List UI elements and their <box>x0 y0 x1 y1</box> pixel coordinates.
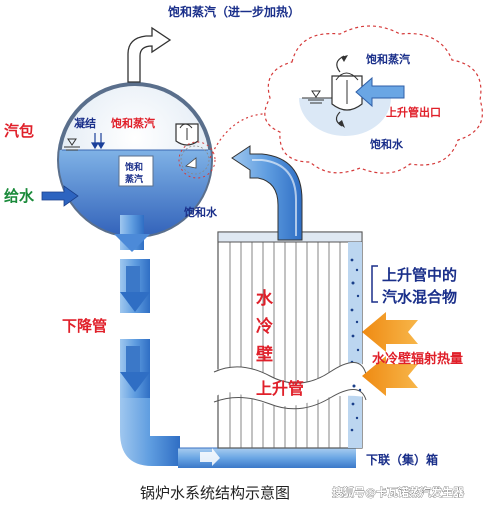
top-steam-arrow <box>127 26 172 83</box>
feed-water-arrow <box>41 185 79 207</box>
watermark: 搜狐号@卡瓦诺蒸汽发生器 <box>332 485 465 499</box>
water-level-symbol <box>64 138 80 151</box>
riser-mixture-label-1: 上升管中的 <box>382 266 457 284</box>
riser-mixture-label-2: 汽水混合物 <box>382 288 457 306</box>
inner-steam-label-1: 饱和 <box>125 161 143 173</box>
connector-dotted-line <box>209 113 270 159</box>
downcomer-pipe <box>114 215 180 466</box>
drum-sat-steam-label: 饱和蒸汽 <box>111 116 155 130</box>
condense-arrows <box>90 133 106 150</box>
water-wall <box>210 231 372 449</box>
drum-label: 汽包 <box>4 122 34 140</box>
bubble-steam-label: 饱和蒸汽 <box>366 52 410 66</box>
bubble-water-label: 饱和水 <box>370 137 404 151</box>
downcomer-label: 下降管 <box>62 317 107 335</box>
diagram-caption: 锅炉水系统结构示意图 <box>140 484 290 502</box>
top-steam-label: 饱和蒸汽（进一步加热） <box>168 4 300 19</box>
inner-steam-label-2: 蒸汽 <box>125 173 143 185</box>
mixture-bracket <box>371 265 378 303</box>
radiant-heat-arrows <box>362 312 418 396</box>
radiant-heat-label: 水冷壁辐射热量 <box>372 351 463 367</box>
wall-break <box>210 362 372 407</box>
sat-water-label: 饱和水 <box>184 205 218 219</box>
riser-label: 上升管 <box>256 379 304 398</box>
riser-outlet-label: 上升管出口 <box>386 105 441 119</box>
riser-outlet-arrow <box>355 76 405 108</box>
lower-header-label: 下联（集）箱 <box>366 452 438 467</box>
water-wall-label-1: 水 <box>256 288 274 309</box>
inner-steam-box <box>118 155 154 187</box>
detail-cloud <box>264 25 483 174</box>
condense-label: 凝结 <box>74 116 96 130</box>
water-wall-label-3: 壁 <box>256 344 273 365</box>
feed-water-label: 给水 <box>4 187 35 205</box>
water-wall-label-2: 冷 <box>256 316 273 337</box>
